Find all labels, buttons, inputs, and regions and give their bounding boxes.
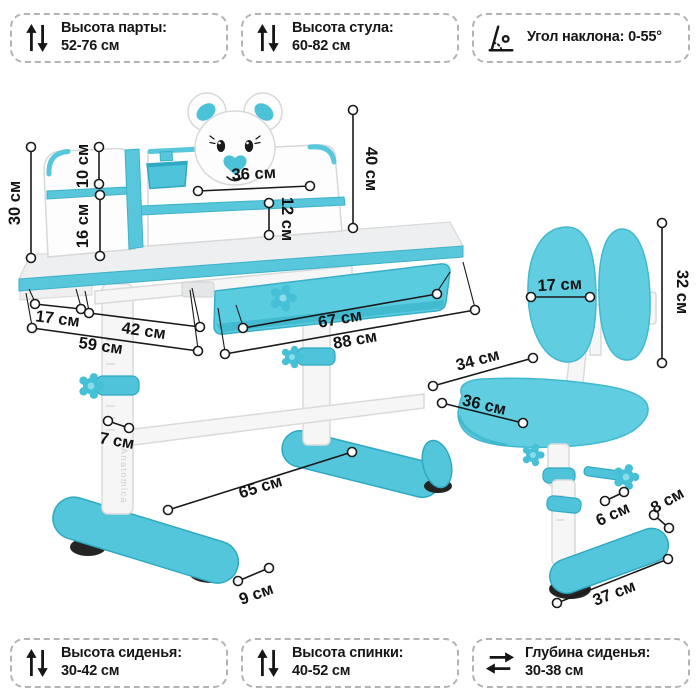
info-box-chair-height: Высота стула: 60-82 см [241,13,459,63]
chair-lower-clamp [546,495,582,514]
dim-label-shelf-width: 36 см [231,164,276,184]
hutch-top-trim [147,146,203,154]
chair-side-knob [614,464,640,490]
dim-label-foot-height: 8 см [648,484,687,517]
bear-left-eye-glint [218,141,221,145]
bear-smile [226,176,244,182]
top-info-row: Высота парты: 52-76 см Высота стула: 60-… [10,13,690,63]
hutch-hook [159,150,174,162]
backrest-right-lobe [598,228,651,361]
hutch-basket [146,160,188,190]
bear-nose [223,155,247,175]
info-box-desk-height: Высота парты: 52-76 см [10,13,228,63]
up-down-arrows-icon [254,646,282,680]
dim-label-desktop-width: 88 см [332,327,379,352]
dim-label-hutch-above-desktop: 40 см [362,147,380,191]
tilt-hinge [181,281,215,298]
brand-text-on-leg: Anatomica [119,448,129,504]
dim-label-side-margin: 17 см [35,307,81,330]
hutch-divider [124,148,144,250]
chair-lower-column [551,479,576,566]
left-right-arrows-icon [485,647,515,679]
bear-right-eye-glint [246,141,249,145]
bear-left-eye [216,140,226,152]
hutch-right-corner-trim [307,144,337,165]
up-down-arrows-icon [23,646,51,680]
info-box-label: Высота стула: [292,20,394,37]
dim-label-feet-span: 65 см [237,472,285,502]
info-box-value: 30-42 см [61,663,120,679]
bear-decoration [187,92,283,186]
up-down-arrows-icon [254,21,282,55]
bear-right-eye [244,140,254,152]
dim-label-foot-end-width: 9 см [237,580,276,609]
info-box-label: Угол наклона: 0-55° [527,29,662,46]
chair-front-foot [549,527,670,594]
info-box-value: 52-76 см [61,38,120,54]
info-box-backrest-height: Высота спинки: 40-52 см [241,638,459,688]
dim-label-backrest-half-width: 17 см [537,275,582,295]
dim-label-drawer-front-offset: 42 см [120,319,166,343]
desktop-front-trim [18,245,464,292]
leader-lines [25,261,476,353]
info-box-tilt-angle: Угол наклона: 0-55° [472,13,690,63]
chair-seat [457,377,649,449]
chair-illustration [421,226,670,599]
desk-drawer-shadow [216,300,444,332]
info-box-label: Высота спинки: [292,645,404,662]
dim-label-leg-thickness: 7 см [98,429,136,453]
tilt-angle-icon [485,21,517,55]
bear-left-inner-ear [196,103,216,121]
dim-label-desktop-depth: 59 см [77,334,123,358]
backrest-left-lobe [527,226,597,363]
info-box-value: 30-38 см [525,663,584,679]
dim-label-foot-clearance: 6 см [593,499,632,530]
info-box-seat-height: Высота сиденья: 30-42 см [10,638,228,688]
chair-seat-shadow [457,414,508,447]
info-box-seat-depth: Глубина сиденья: 30-38 см [472,638,690,688]
bear-eyelashes [209,135,261,145]
bear-right-inner-ear [254,103,274,121]
dim-label-upper-shelf: 10 см [74,144,92,188]
desk-drawer [213,263,451,335]
bear-head [194,110,276,186]
up-down-arrows-icon [23,21,51,55]
info-box-value: 40-52 см [292,663,351,679]
desk-crossbar [125,393,425,447]
hutch-basket-rim [146,162,188,168]
hutch-left-corner-trim [46,149,71,177]
info-box-value: 60-82 см [292,38,351,54]
dim-label-hutch-height: 30 см [6,181,24,225]
info-box-label: Высота парты: [61,20,167,37]
chair-rear-foot [421,439,453,489]
info-box-label: Высота сиденья: [61,645,182,662]
desk-left-foot [52,496,240,584]
dim-label-seat-width: 34 см [454,346,501,375]
dim-label-backrest-height: 32 см [673,270,691,314]
bottom-info-row: Высота сиденья: 30-42 см Высота спинки: … [10,638,690,688]
dim-label-lower-shelf: 16 см [74,204,92,248]
dim-label-shelf-to-desktop: 12 см [278,197,296,241]
desk-illustration: Anatomica [18,92,464,584]
info-box-label: Глубина сиденья: [525,645,651,662]
